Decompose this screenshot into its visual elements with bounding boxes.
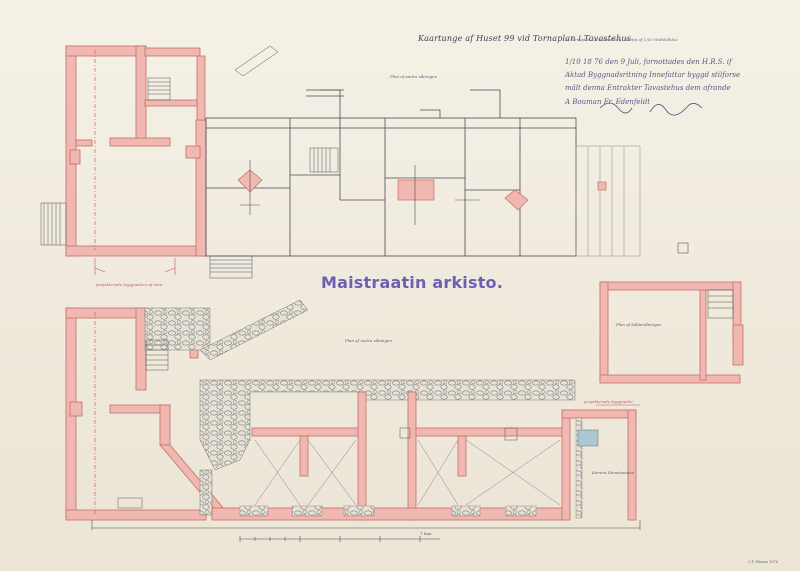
- label-cellar: Plan af källarvåningen: [616, 322, 662, 327]
- porch-deck: [575, 145, 641, 257]
- stair-upper-middle: [309, 147, 339, 173]
- stone-wall: [199, 379, 576, 471]
- handwritten-note-3: mält denna Entrakter Tavastehus dem ofra…: [565, 84, 731, 92]
- front-steps: [209, 255, 253, 279]
- upper-timber-rooms: [205, 89, 577, 257]
- cellar-plan: [599, 281, 744, 384]
- stair-upper-left: [147, 77, 171, 101]
- handwritten-note-1: 1/10 18 76 den 9 Juli, fornottades den H…: [565, 58, 732, 66]
- scale-bar: [91, 520, 641, 542]
- handwritten-signatures: A Bouman Fr. Edenfeldt: [565, 98, 651, 106]
- draftsman-signature: C.F. Ekman 1876: [748, 560, 779, 564]
- upper-floor-plan: [40, 45, 689, 279]
- drawing-subtitle: la Tornaplan 2/19 (hamburs) Wattia af 1/…: [565, 37, 678, 42]
- label-projected-buildings: projekterade byggnader: [584, 399, 634, 404]
- label-upper-floor: Plan of andra våningen: [390, 74, 438, 79]
- drawing-title: Kaartunge af Huset 99 vid Tornaplan i Ta…: [418, 34, 632, 43]
- label-lower-floor: Plan af nedra våningen: [345, 338, 392, 343]
- upper-masonry-block: [65, 45, 207, 257]
- label-projected-stone: projekterade byggnaders af sten: [96, 282, 163, 287]
- vault-crosses: [254, 439, 561, 506]
- section-marks: [94, 258, 640, 406]
- door-marks-upper: [240, 160, 480, 225]
- label-small-note: Kommt Dienstsmann: [592, 470, 635, 475]
- archive-stamp: Maistraatin arkisto.: [321, 273, 504, 292]
- entrance-steps: [40, 202, 67, 246]
- window-wells: [239, 417, 583, 519]
- lower-walls: [211, 391, 637, 521]
- scale-label: 7 fam: [420, 531, 432, 536]
- handwritten-note-2: Aktad Byggnadsritning Innefattar byggd s…: [565, 71, 741, 79]
- stoves-upper: [237, 169, 607, 211]
- lower-floor-plan: [65, 299, 637, 521]
- stair-lower-left: [145, 339, 169, 371]
